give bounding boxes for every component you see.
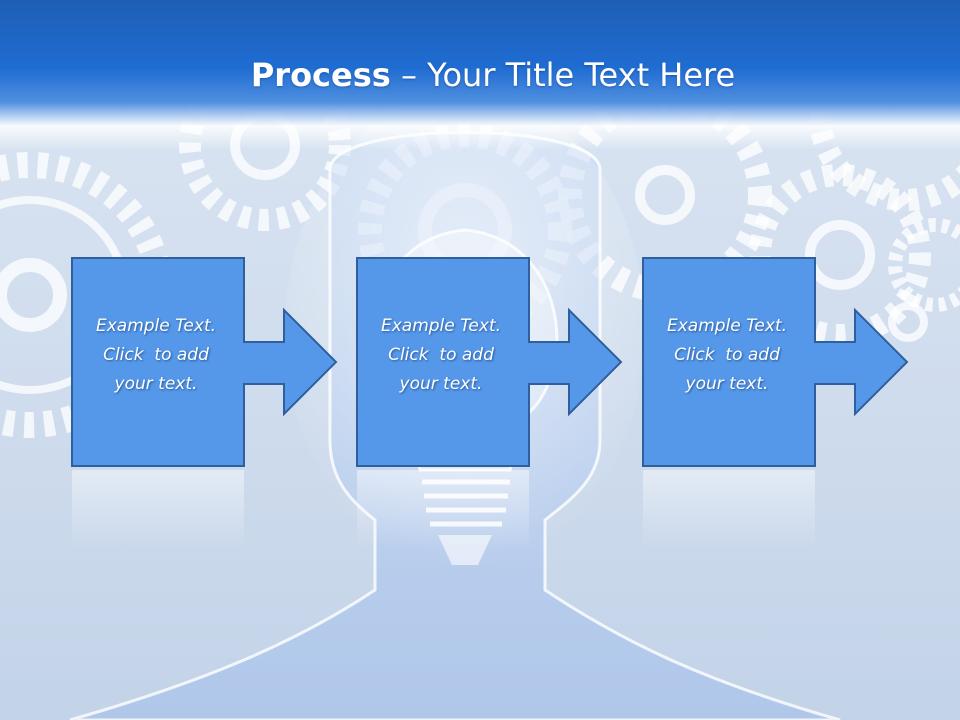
step-reflection — [72, 470, 244, 550]
box-arrow-shape — [71, 257, 338, 467]
slide-title[interactable]: Process – Your Title Text Here — [0, 55, 960, 95]
gear-icon — [888, 218, 960, 312]
process-step-1[interactable]: Example Text. Click to add your text. — [70, 256, 340, 468]
title-text: – Your Title Text Here — [390, 56, 736, 94]
box-arrow-shape — [356, 257, 623, 467]
box-arrow-shape — [642, 257, 909, 467]
step-reflection — [643, 470, 815, 550]
gear-icon — [749, 164, 931, 346]
step-text[interactable]: Example Text. Click to add your text. — [380, 316, 502, 394]
process-step-2[interactable]: Example Text. Click to add your text. — [355, 256, 625, 468]
step-text[interactable]: Example Text. Click to add your text. — [95, 316, 217, 394]
step-reflection — [357, 470, 529, 550]
title-bold: Process — [250, 56, 391, 94]
process-step-3[interactable]: Example Text. Click to add your text. — [641, 256, 911, 468]
title-bar — [0, 0, 960, 150]
step-text[interactable]: Example Text. Click to add your text. — [666, 316, 788, 394]
gear-icon — [888, 302, 928, 342]
